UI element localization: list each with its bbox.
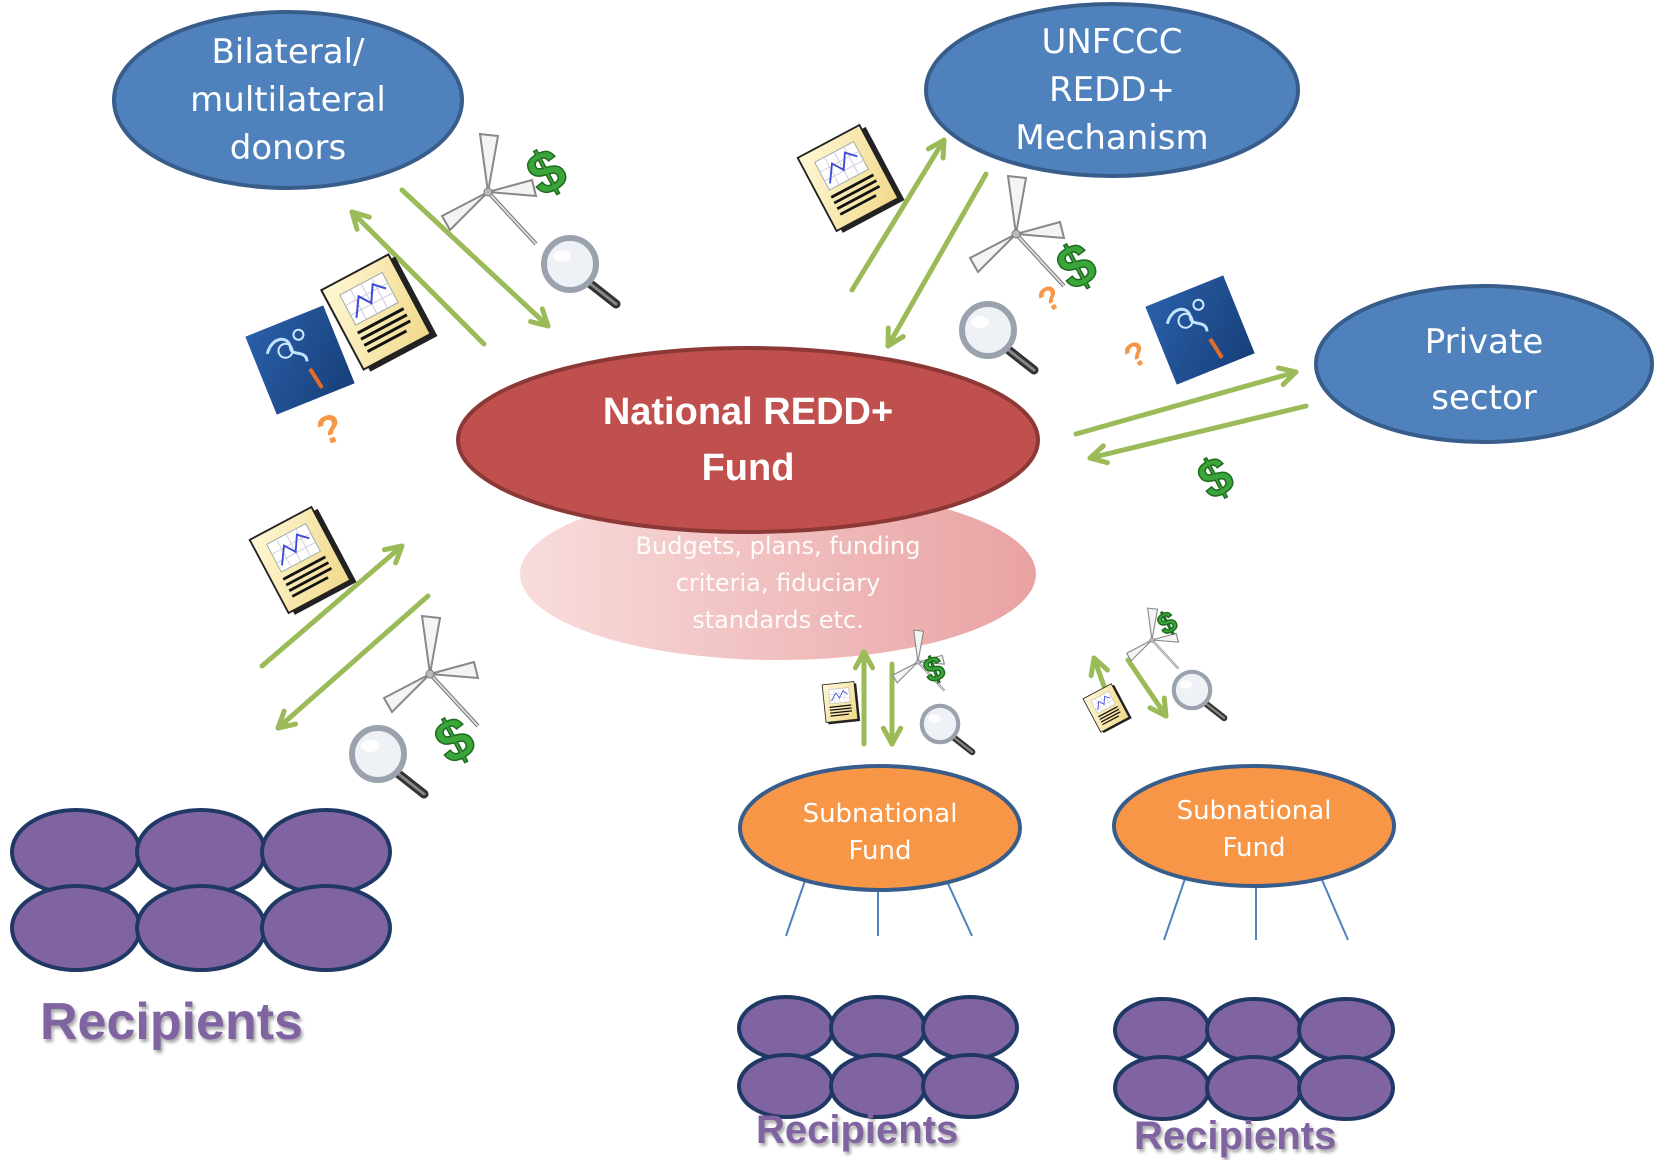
flow-arrow-head [528, 306, 551, 329]
flow-arrow-line [885, 171, 989, 349]
flow-arrow-line [275, 593, 431, 731]
report-document-icon [1082, 682, 1133, 735]
magnifier-icon [544, 238, 616, 304]
flow-arrow-head [852, 649, 876, 671]
subnational-fund-2-node [1112, 764, 1396, 888]
flow-arrow-line [1073, 369, 1299, 437]
dollar-icon: $ [1188, 445, 1243, 512]
flow-arrow-head [1275, 365, 1299, 388]
carbon-emission-photo-icon [1143, 273, 1257, 387]
flow-arrow-head [1088, 655, 1110, 679]
dollar-icon: $ [1046, 228, 1107, 303]
flow-arrow-line [849, 137, 947, 293]
flow-arrow-line [259, 543, 405, 669]
dollar-icon: $ [1152, 605, 1183, 642]
flow-arrows [259, 137, 1309, 747]
flow-arrow-head [885, 325, 906, 349]
dollar-icon: $ [516, 134, 577, 209]
pinwheel-icon [968, 174, 1066, 288]
flow-arrow-line [349, 209, 487, 347]
flow-arrow-head [381, 543, 405, 566]
flow-arrow-head [349, 209, 372, 232]
dollar-icon: $ [424, 702, 485, 777]
flow-arrow-head [925, 137, 947, 161]
recipients-cluster-right [1113, 997, 1395, 1121]
report-document-icon [796, 121, 906, 237]
flow-arrow-head [880, 725, 904, 747]
flow-arrow-line [1125, 657, 1169, 719]
flow-arrow-head [1087, 443, 1110, 466]
report-document-icon [821, 680, 861, 726]
pinwheel-icon [382, 614, 480, 728]
unfccc-node [924, 2, 1300, 178]
flow-arrow-line [1087, 403, 1309, 461]
private-sector-node [1314, 284, 1654, 444]
recipients-cluster-middle [737, 995, 1019, 1119]
magnifier-icon [962, 304, 1034, 370]
national-fund-details-ellipse [520, 488, 1036, 660]
dollar-icon: $ [919, 649, 950, 691]
magnifier-icon [1174, 672, 1224, 718]
national-fund-node [456, 346, 1040, 534]
magnifier-icon [352, 728, 424, 794]
magnifier-icon [922, 706, 972, 752]
subnational-fund-1-node [738, 764, 1022, 892]
flow-arrow-head [1147, 695, 1169, 719]
donors-node [112, 10, 464, 190]
flow-arrow-head [275, 708, 299, 731]
flow-arrow-line [399, 187, 551, 329]
recipients-cluster-left [10, 808, 392, 972]
